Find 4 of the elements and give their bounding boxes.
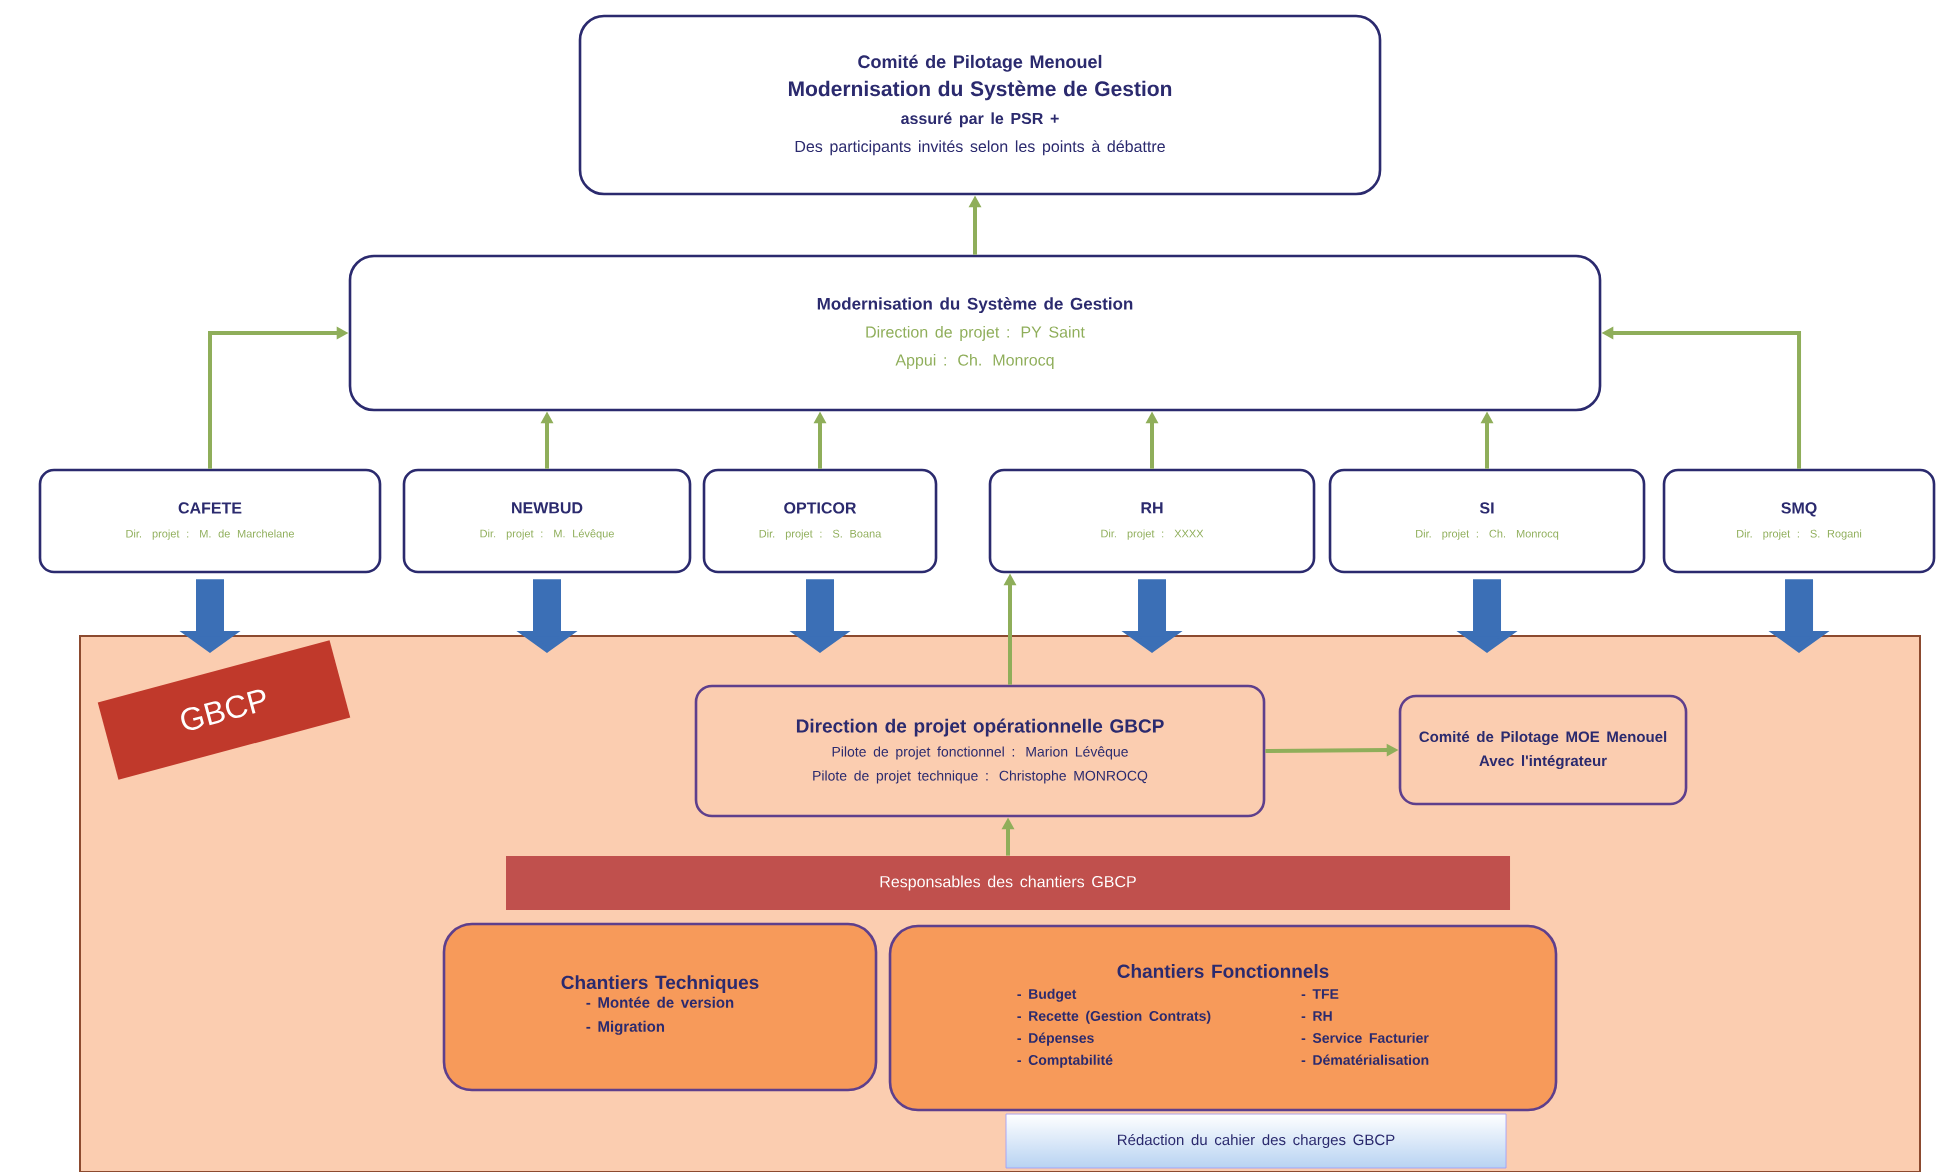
committee-box: Comité de Pilotage Menouel Modernisation du Système de Gestion assuré par le PSR + Des participants invités selon les points à débattre — [578, 14, 1382, 196]
program-box: Modernisation du Système de Gestion Direction de projet : PY Saint Appui : Ch. Monrocq — [348, 254, 1602, 412]
program-tag: GBCP — [97, 640, 351, 780]
banner-bar: Responsables des chantiers GBCP — [506, 856, 1510, 910]
